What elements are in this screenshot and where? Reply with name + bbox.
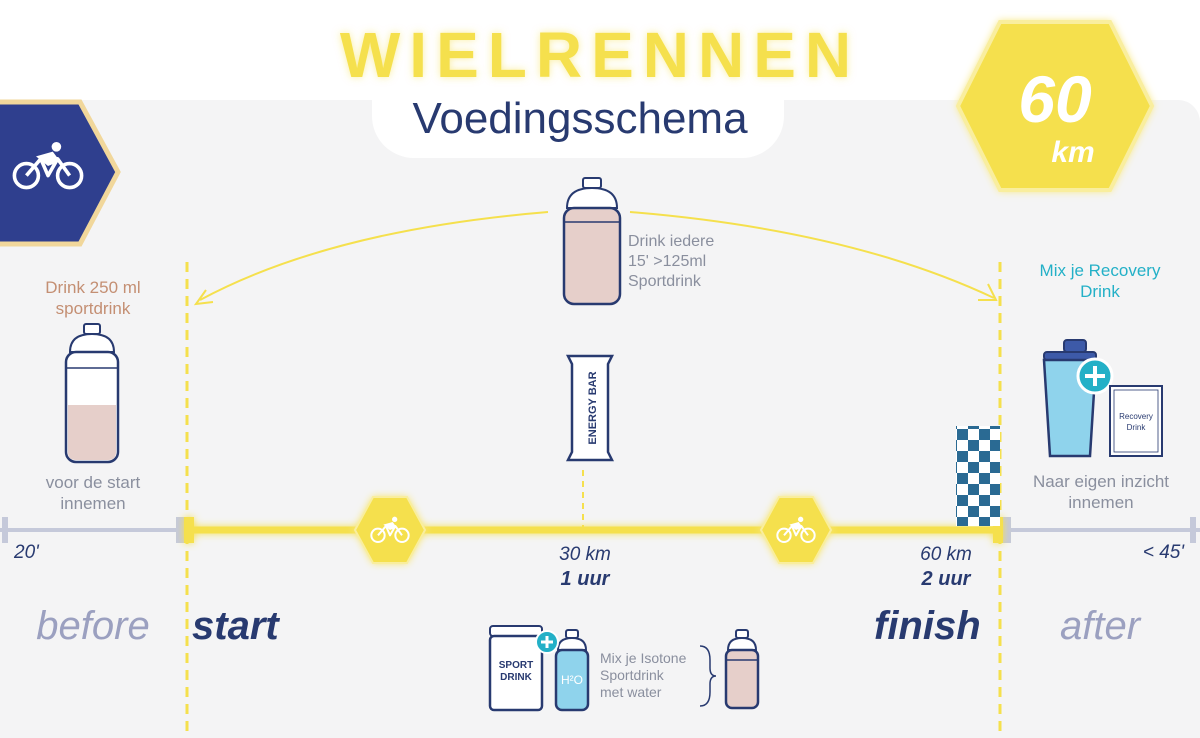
recovery-pack-line-2: Drink	[1127, 423, 1147, 432]
mixed-bottle-icon	[724, 629, 760, 710]
phase-label-after: after	[1059, 604, 1141, 648]
before-intake-note-line-2: innemen	[60, 494, 126, 513]
recovery-pack-line-1: Recovery	[1119, 412, 1153, 421]
timeline-tick-start	[176, 517, 184, 543]
bottle-during-icon	[562, 177, 622, 306]
after-recovery-note-line-1: Mix je Recovery	[1039, 261, 1161, 280]
title-tab	[372, 70, 784, 158]
after-intake-note: Naar eigen inzicht innemen	[1016, 471, 1186, 513]
water-bottle-label: H²O	[561, 673, 583, 687]
page-title: WIELRENNEN	[339, 19, 861, 91]
timeline-tick-left	[2, 517, 8, 543]
arrow-right-icon	[978, 283, 998, 301]
mix-note-line-1: Mix je Isotone	[600, 650, 687, 666]
finish-flag-icon	[956, 426, 1000, 526]
during-drink-note: Drink iedere 15' >125ml Sportdrink	[628, 232, 714, 292]
during-drink-note-line-3: Sportdrink	[628, 273, 701, 290]
water-bottle-icon	[554, 629, 590, 712]
plus-icon	[1076, 357, 1114, 395]
phase-label-start: start	[192, 604, 279, 648]
mid-time-label: 1 uur	[560, 568, 610, 590]
energy-bar-label: ENERGY BAR	[587, 371, 599, 444]
timeline-tick-right	[1190, 517, 1196, 543]
mix-note-line-3: met water	[600, 684, 662, 700]
mix-note: Mix je Isotone Sportdrink met water	[600, 650, 686, 701]
drink-arc-left	[199, 211, 549, 301]
sport-drink-tub-line-2: DRINK	[500, 672, 532, 683]
before-drink-note-line-2: sportdrink	[55, 299, 131, 318]
sport-drink-tub-icon	[488, 625, 544, 712]
distance-badge	[955, 20, 1155, 192]
after-intake-note-line-2: innemen	[1068, 493, 1134, 512]
before-intake-note-line-1: voor de start	[45, 473, 141, 492]
distance-value: 60	[1018, 62, 1092, 136]
after-time-label: < 45'	[1142, 542, 1184, 563]
cyclist-badge	[0, 99, 121, 247]
after-intake-note-line-1: Naar eigen inzicht	[1032, 472, 1170, 491]
brace-icon	[699, 645, 717, 707]
during-drink-note-line-1: Drink iedere	[628, 233, 715, 250]
mix-note-line-2: Sportdrink	[600, 667, 664, 683]
bottle-before-icon	[64, 323, 120, 464]
before-drink-note: Drink 250 ml sportdrink	[28, 277, 158, 319]
page-subtitle: Voedingsschema	[412, 94, 748, 143]
distance-unit: km	[1051, 136, 1094, 169]
recovery-shaker-icon	[1042, 339, 1098, 458]
during-drink-note-line-2: 15' >125ml	[628, 253, 707, 270]
energy-bar-icon	[565, 354, 615, 462]
before-drink-note-line-1: Drink 250 ml	[45, 278, 141, 297]
before-intake-note: voor de start innemen	[18, 472, 168, 514]
phase-label-finish: finish	[874, 604, 981, 648]
timeline-start-marker	[184, 517, 194, 543]
arrow-left-icon	[193, 289, 214, 306]
timeline-tick-finish	[1003, 517, 1011, 543]
end-time-label: 2 uur	[921, 568, 971, 590]
mid-distance-label: 30 km	[559, 544, 611, 565]
before-time-label: 20'	[14, 542, 39, 563]
after-recovery-note-line-2: Drink	[1080, 282, 1120, 301]
phase-label-before: before	[36, 604, 150, 648]
timeline-finish-marker	[993, 517, 1003, 543]
plus-icon	[535, 630, 559, 654]
drink-arc-right	[629, 211, 995, 299]
end-distance-label: 60 km	[920, 544, 972, 565]
sport-drink-tub-line-1: SPORT	[499, 660, 533, 671]
recovery-pack-icon	[1109, 385, 1163, 457]
after-recovery-note: Mix je Recovery Drink	[1020, 260, 1180, 302]
